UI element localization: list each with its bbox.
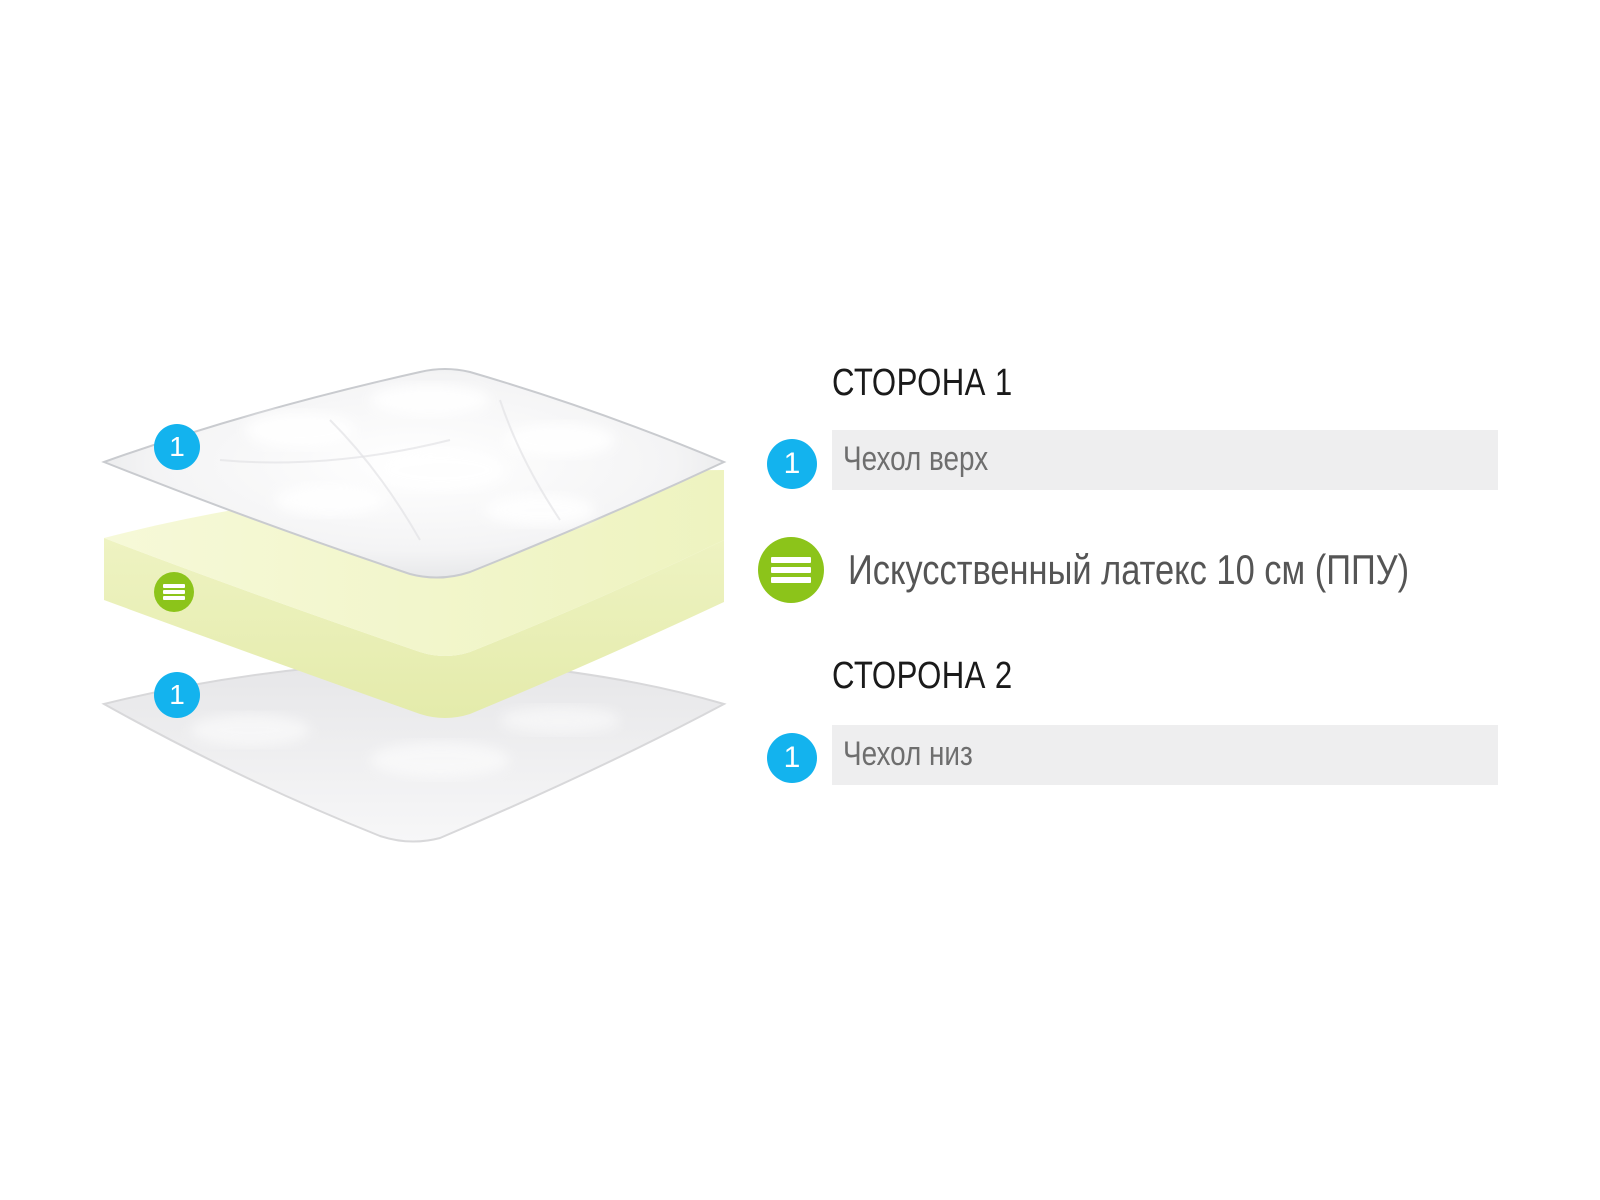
side1-layer-bar xyxy=(832,430,1498,490)
stripes-icon xyxy=(163,584,185,600)
side1-layer-badge-icon: 1 xyxy=(767,439,817,489)
bottom-cover-layer xyxy=(101,658,727,843)
top-cover-badge-number: 1 xyxy=(169,431,185,462)
stripes-icon xyxy=(771,557,811,583)
side2-layer-badge-icon: 1 xyxy=(767,733,817,783)
top-cover-layer xyxy=(101,368,727,579)
side1-title: СТОРОНА 1 xyxy=(832,362,1013,404)
side2-layer-bar xyxy=(832,725,1498,785)
side1-layer-label: Чехол верх xyxy=(843,440,989,478)
side2-layer-label: Чехол низ xyxy=(843,735,973,773)
top-cover-badge-icon: 1 xyxy=(154,424,200,470)
core-badge-icon xyxy=(758,537,824,603)
side1-layer-badge-number: 1 xyxy=(783,447,801,480)
bottom-cover-badge-number: 1 xyxy=(169,679,185,710)
core-layer-label: Искусственный латекс 10 см (ППУ) xyxy=(848,546,1410,593)
bottom-cover-badge-icon: 1 xyxy=(154,672,200,718)
core-layer-badge-icon xyxy=(154,572,194,612)
side2-layer-badge-number: 1 xyxy=(783,741,801,774)
side2-title: СТОРОНА 2 xyxy=(832,655,1013,697)
